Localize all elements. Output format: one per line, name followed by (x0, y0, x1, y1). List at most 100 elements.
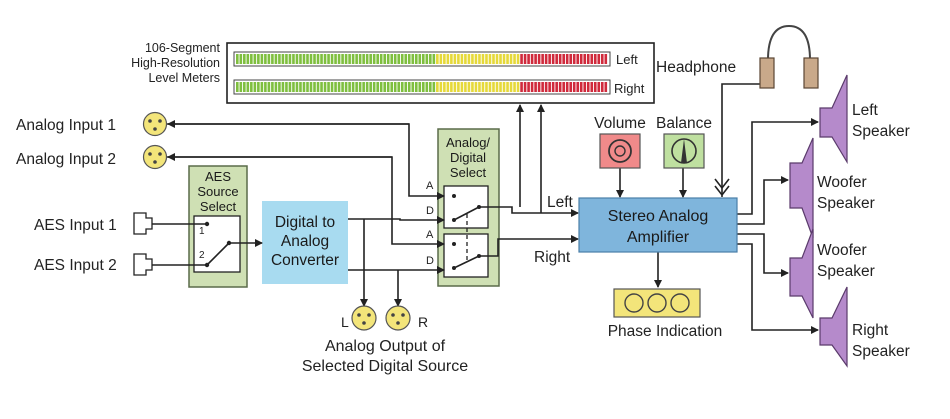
volume-knob-icon (608, 139, 632, 163)
meter-segment (316, 82, 320, 92)
analog-input-1-xlr-icon (142, 111, 168, 137)
meter-segment (495, 82, 499, 92)
meter-segment (583, 54, 587, 64)
meter-segment (292, 54, 295, 64)
meter-segment (320, 82, 323, 92)
meter-segment (365, 54, 369, 64)
meter-segment (243, 82, 246, 92)
woofer-2-speaker-icon (789, 228, 814, 319)
meter-segment (344, 82, 348, 92)
meter-segment (485, 54, 488, 64)
meter-segment (316, 54, 320, 64)
meter-segment (520, 82, 523, 92)
meter-segment (264, 54, 267, 64)
ad-select-title-1: Analog/ (446, 135, 490, 150)
balance-control: Balance (656, 115, 712, 169)
meter-segment (502, 54, 506, 64)
meter-segment (432, 82, 436, 92)
meter-segment (414, 54, 418, 64)
meter-segment (376, 82, 379, 92)
meter-right-label: Right (614, 81, 645, 96)
meter-segment (383, 54, 387, 64)
meter-segment (362, 54, 365, 64)
meter-segment (604, 82, 608, 92)
meter-segment (358, 54, 362, 64)
meter-segment (390, 54, 394, 64)
dac-title-3: Converter (271, 252, 339, 269)
meter-segment (257, 82, 260, 92)
meter-segment (572, 54, 576, 64)
meter-segment (260, 82, 264, 92)
meter-segment (534, 54, 537, 64)
meter-segment (495, 54, 499, 64)
analog-outputs: L R Analog Output of Selected Digital So… (302, 305, 468, 375)
aes-select-title-3: Select (200, 199, 237, 214)
meter-segment (330, 82, 334, 92)
stereo-amplifier: Left Right Stereo Analog Amplifier (534, 194, 738, 266)
meter-segment (565, 54, 569, 64)
meter-segment (302, 54, 306, 64)
meter-segment (576, 54, 580, 64)
meter-segment (278, 54, 281, 64)
meter-segment (597, 54, 601, 64)
meter-segment (397, 54, 401, 64)
analog-input-2: Analog Input 2 (16, 144, 168, 170)
aes-input-1: AES Input 1 (34, 212, 153, 235)
aes-input-2-connector-icon (133, 253, 153, 276)
meter-segment (467, 54, 471, 64)
meter-segment (369, 54, 372, 64)
meter-segment (250, 54, 253, 64)
meter-segment (586, 82, 590, 92)
meter-segment (488, 54, 492, 64)
meter-segment (478, 82, 481, 92)
meter-segment (551, 54, 555, 64)
meter-segment (474, 82, 478, 92)
meter-segment (239, 82, 243, 92)
meter-segment (457, 54, 460, 64)
meter-segment (537, 82, 541, 92)
meter-segment (485, 82, 488, 92)
woofer-1-speaker-icon (789, 137, 814, 239)
meter-segment (358, 82, 362, 92)
analog-input-2-xlr-icon (142, 144, 168, 170)
meter-left-label: Left (616, 52, 638, 67)
meter-segment (397, 82, 401, 92)
meter-segment (499, 54, 502, 64)
meter-segment (464, 82, 467, 92)
meter-segment (348, 82, 351, 92)
meter-segment (506, 82, 509, 92)
right-meter-segments (236, 82, 608, 92)
meter-segment (471, 82, 474, 92)
meter-segment (597, 82, 601, 92)
meter-segment (436, 54, 439, 64)
meter-segment (281, 54, 285, 64)
meter-segment (530, 54, 534, 64)
meter-segment (278, 82, 281, 92)
right-speaker-label-2: Speaker (852, 343, 910, 360)
woofer-1-label-1: Woofer (817, 174, 867, 191)
meter-segment (534, 82, 537, 92)
meter-segment (600, 54, 604, 64)
meter-segment (509, 54, 513, 64)
aes-select-title-1: AES (205, 169, 231, 184)
meter-segment (306, 54, 309, 64)
meter-segment (362, 82, 365, 92)
amp-left-input-label: Left (547, 194, 574, 211)
output-right-xlr-icon (385, 305, 411, 331)
meter-segment (313, 82, 316, 92)
phase-label: Phase Indication (608, 323, 723, 340)
meter-segment (267, 54, 271, 64)
woofer-1-label-2: Speaker (817, 195, 875, 212)
dac-module (262, 201, 348, 284)
meter-segment (341, 54, 344, 64)
meter-segment (236, 82, 239, 92)
left-speaker-label-2: Speaker (852, 123, 910, 140)
meter-segment (365, 82, 369, 92)
wiring (152, 83, 819, 334)
meter-segment (309, 82, 313, 92)
right-speaker-icon (819, 286, 848, 368)
output-right-letter: R (418, 314, 428, 330)
meter-segment (548, 82, 551, 92)
aes-switch-pos-2: 2 (199, 250, 205, 261)
meter-segment (288, 54, 292, 64)
